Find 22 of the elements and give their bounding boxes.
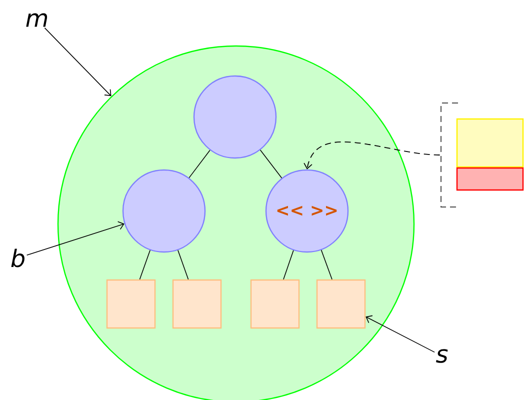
leaf-square [172,279,222,329]
label-text: m [26,13,48,27]
arrow [304,141,440,170]
connector-line [283,250,294,280]
arrow [366,315,435,353]
arrow [26,221,124,256]
connector-line [260,150,282,178]
memory-block [456,167,524,191]
arrow [44,28,112,96]
memory-block [456,118,524,168]
connector-line [178,250,189,280]
bracket [440,102,458,208]
connector-line [188,150,210,178]
leaf-square [250,279,300,329]
leaf-square [316,279,366,329]
tree-node-circle [122,169,206,253]
label-text: s [436,349,448,363]
connector-line [139,250,150,280]
label-text: b [11,248,24,268]
tree-node-circle [193,75,277,159]
connector-line [320,250,332,280]
leaf-square [106,279,156,329]
